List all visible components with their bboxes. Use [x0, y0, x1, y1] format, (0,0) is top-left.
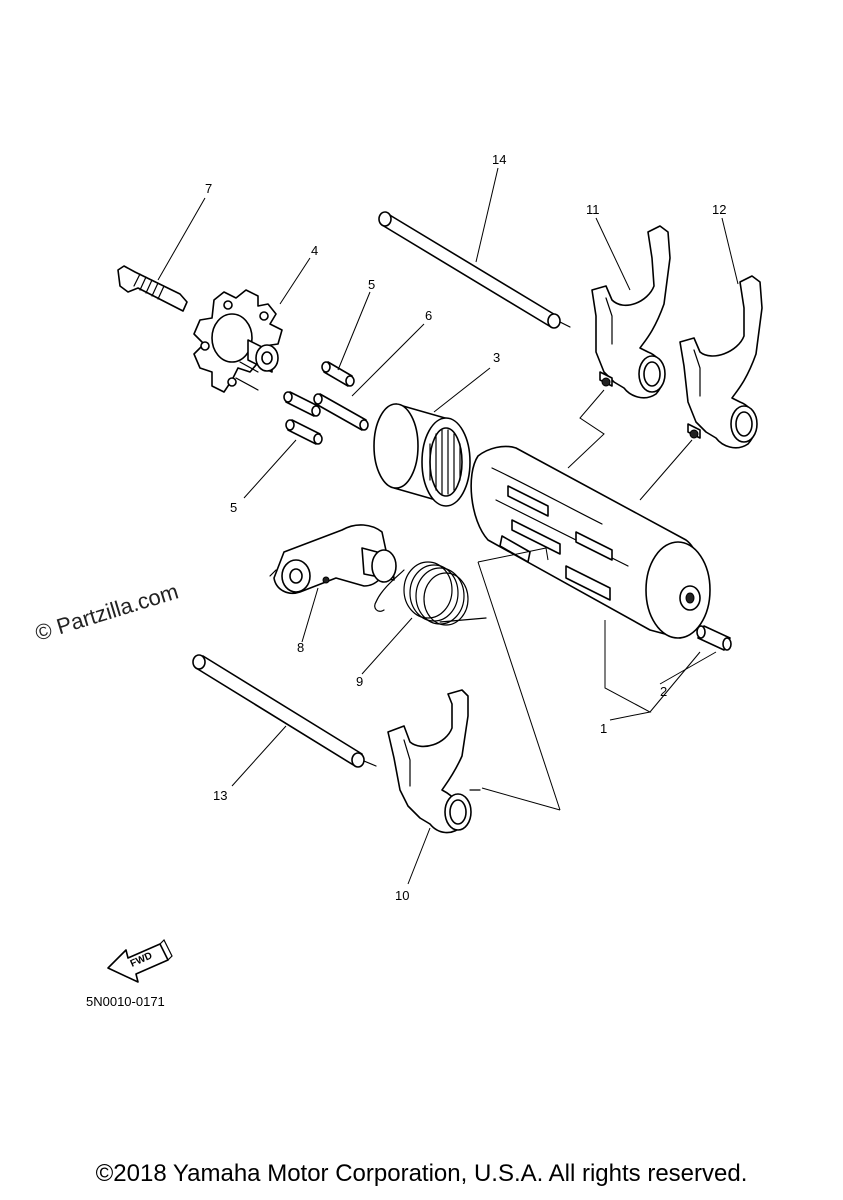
fwd-arrow-icon: FWD [107, 938, 173, 983]
callout-8: 8 [297, 640, 304, 655]
callout-7: 7 [205, 181, 212, 196]
part-5-pin-upper[interactable] [321, 361, 355, 387]
part-11-shift-fork[interactable] [591, 225, 671, 399]
part-8-stopper-lever[interactable] [269, 524, 397, 594]
copyright-notice: ©2018 Yamaha Motor Corporation, U.S.A. A… [95, 1160, 748, 1187]
callout-3: 3 [493, 350, 500, 365]
callout-5-lower: 5 [230, 500, 237, 515]
callout-13: 13 [213, 788, 227, 803]
assembly-guide-lines [477, 389, 693, 811]
part-5-pin-lower-b[interactable] [285, 419, 323, 445]
callout-5-upper: 5 [368, 277, 375, 292]
partzilla-watermark: © Partzilla.com [32, 579, 181, 646]
callout-12: 12 [712, 202, 726, 217]
part-1-shift-drum[interactable] [470, 445, 711, 639]
callout-2: 2 [660, 684, 667, 699]
part-7-bolt[interactable] [117, 265, 188, 312]
callout-4: 4 [311, 243, 318, 258]
part-14-guide-bar-upper[interactable] [378, 211, 571, 329]
callout-11: 11 [586, 202, 600, 217]
callout-14: 14 [492, 152, 506, 167]
part-3-bearing[interactable] [373, 403, 471, 507]
part-10-shift-fork[interactable] [387, 689, 481, 834]
part-13-guide-bar-lower[interactable] [192, 654, 377, 768]
part-5-pin-lower-a[interactable] [283, 391, 321, 417]
callout-9: 9 [356, 674, 363, 689]
callout-1: 1 [600, 721, 607, 736]
part-9-torsion-spring[interactable] [374, 561, 487, 626]
part-12-shift-fork[interactable] [679, 275, 763, 449]
part-6-pin[interactable] [313, 393, 369, 431]
leader-lines [157, 167, 739, 885]
callout-labels: 1 2 3 4 5 5 6 7 8 9 10 11 12 13 14 [205, 152, 726, 903]
figure-code: 5N0010-0171 [86, 994, 165, 1009]
part-2-dowel-pin[interactable] [696, 625, 732, 651]
part-4-segment[interactable] [193, 289, 283, 393]
callout-10: 10 [395, 888, 409, 903]
callout-6: 6 [425, 308, 432, 323]
